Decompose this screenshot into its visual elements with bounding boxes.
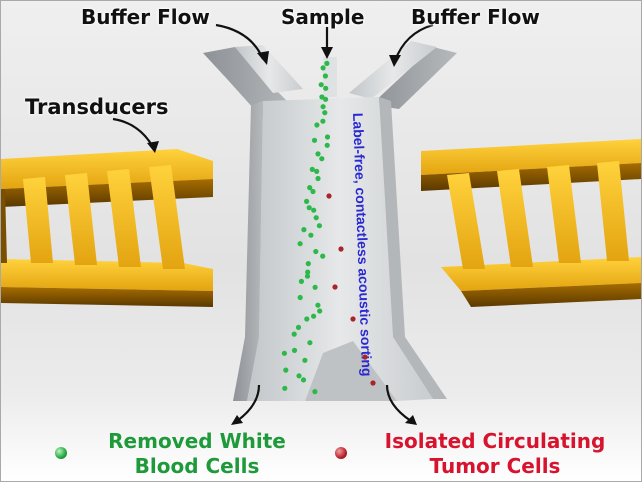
cells-layer bbox=[281, 60, 376, 395]
sample-label: Sample bbox=[281, 5, 365, 29]
white-blood-cell bbox=[311, 137, 318, 143]
microfluidic-channel bbox=[203, 41, 457, 401]
white-blood-cell bbox=[317, 308, 323, 314]
arrow-tumor-cells-out bbox=[385, 384, 412, 422]
white-blood-cell bbox=[320, 253, 326, 259]
white-blood-cell bbox=[320, 65, 326, 71]
white-blood-cell bbox=[315, 175, 321, 182]
buffer-flow-left-label: Buffer Flow bbox=[81, 5, 210, 29]
white-blood-cell bbox=[297, 294, 303, 301]
white-blood-cell bbox=[320, 118, 326, 124]
white-blood-cell bbox=[305, 269, 311, 275]
arrowhead-buffer-left bbox=[257, 51, 269, 65]
white-blood-cell bbox=[304, 198, 310, 204]
white-blood-cell bbox=[307, 340, 313, 346]
white-blood-cell bbox=[311, 313, 317, 319]
white-blood-cell bbox=[312, 284, 318, 290]
white-blood-cell bbox=[324, 134, 331, 140]
white-blood-cell bbox=[323, 85, 329, 91]
tumor-cell bbox=[350, 316, 356, 322]
white-blood-cell bbox=[301, 227, 307, 233]
white-blood-cell bbox=[281, 350, 287, 356]
tumor-cell bbox=[332, 284, 338, 290]
legend-white-line1: Removed White bbox=[108, 429, 286, 453]
white-blood-cell bbox=[282, 385, 288, 391]
white-blood-cell bbox=[319, 156, 325, 162]
legend-tumor-cells: Isolated Circulating Tumor Cells bbox=[353, 429, 637, 479]
white-blood-cell bbox=[304, 316, 310, 322]
white-blood-cell bbox=[306, 205, 312, 211]
white-blood-cell bbox=[307, 185, 313, 191]
buffer-flow-right-label: Buffer Flow bbox=[411, 5, 540, 29]
tumor-cell bbox=[338, 246, 344, 252]
white-blood-cell bbox=[305, 261, 311, 267]
transducer-right bbox=[421, 139, 641, 307]
white-blood-cell bbox=[304, 273, 311, 279]
white-blood-cell bbox=[314, 122, 320, 128]
white-blood-cell bbox=[324, 60, 330, 66]
white-blood-cell bbox=[314, 168, 320, 174]
white-blood-cell bbox=[322, 110, 328, 116]
legend-white-blood-cells: Removed White Blood Cells bbox=[67, 429, 327, 479]
tumor-cell bbox=[370, 380, 376, 386]
white-blood-cell bbox=[300, 377, 307, 383]
white-blood-cell bbox=[322, 73, 328, 79]
arrows bbox=[112, 23, 434, 425]
white-blood-cell bbox=[302, 357, 308, 363]
arrowhead-transducers bbox=[147, 141, 159, 153]
arrowhead-sample bbox=[321, 47, 333, 59]
arrowhead-white-cells bbox=[231, 415, 243, 425]
white-blood-cell bbox=[312, 389, 318, 395]
white-blood-cell bbox=[296, 373, 302, 379]
legend-tumor-line2: Tumor Cells bbox=[429, 454, 561, 478]
white-blood-cell bbox=[309, 166, 315, 172]
white-blood-cell bbox=[323, 96, 329, 102]
white-blood-cell bbox=[295, 324, 302, 330]
white-blood-cell bbox=[315, 151, 321, 157]
arrow-white-cells-out bbox=[236, 384, 261, 422]
white-blood-cell bbox=[310, 188, 316, 195]
white-blood-cell bbox=[320, 104, 326, 110]
white-blood-cell bbox=[315, 302, 321, 308]
arrowhead-tumor-cells bbox=[405, 415, 417, 425]
white-blood-cell bbox=[318, 82, 324, 88]
tumor-cell bbox=[326, 193, 332, 199]
white-blood-cell bbox=[291, 331, 297, 337]
arrow-transducers bbox=[112, 117, 154, 148]
white-blood-cell bbox=[283, 367, 289, 373]
white-blood-cell bbox=[311, 207, 317, 213]
legend-tumor-line1: Isolated Circulating bbox=[384, 429, 606, 453]
white-blood-cell bbox=[324, 142, 330, 148]
white-blood-cell bbox=[313, 248, 319, 255]
arrowhead-buffer-right bbox=[389, 55, 401, 67]
white-blood-cell bbox=[316, 223, 322, 229]
white-blood-cell bbox=[291, 347, 298, 353]
white-blood-cell bbox=[308, 232, 314, 238]
white-blood-cell bbox=[297, 241, 303, 247]
legend-white-line2: Blood Cells bbox=[134, 454, 260, 478]
transducer-left bbox=[1, 149, 213, 307]
red-cell-marker bbox=[335, 447, 347, 459]
tumor-cell bbox=[362, 354, 368, 360]
green-cell-marker bbox=[55, 447, 67, 459]
white-blood-cell bbox=[298, 278, 304, 284]
transducers-label: Transducers bbox=[25, 95, 169, 119]
white-blood-cell bbox=[313, 215, 319, 221]
